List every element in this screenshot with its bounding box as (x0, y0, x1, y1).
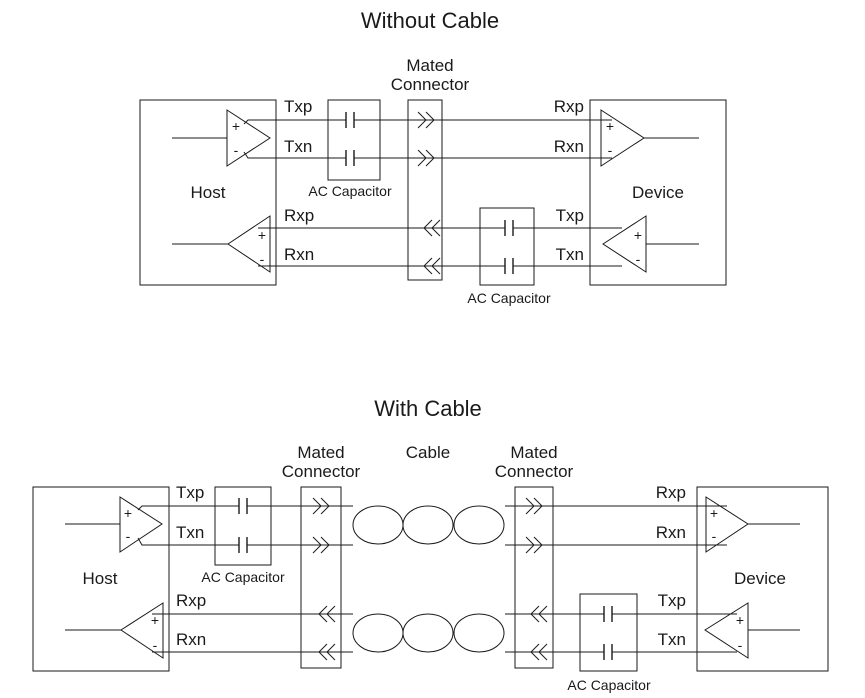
top-dev-rx-plus: + (606, 118, 614, 134)
top-host-tx-minus: - (234, 142, 239, 158)
top-host-rx-minus: - (260, 251, 265, 267)
top-ac-cap-label-1: AC Capacitor (308, 183, 392, 199)
top-cap-box-rx (479, 207, 535, 286)
top-connector-box (407, 99, 443, 281)
top-host-rxp-label: Rxp (284, 206, 314, 225)
top-host-tx-amp (226, 109, 271, 167)
top-wire-txp (243, 119, 346, 125)
top-host-txp-label: Txp (284, 97, 312, 116)
bottom-wire-txn-host (137, 537, 239, 546)
bottom-cap-box-rx (579, 593, 638, 672)
bottom-ac-cap-label-2: AC Capacitor (567, 677, 651, 693)
top-host-rx-plus: + (258, 227, 266, 243)
bottom-connector-right-label-2: Connector (495, 462, 574, 481)
bottom-cable-pair-top (352, 505, 505, 545)
bottom-connector-left-box (300, 486, 342, 669)
top-wire-txn (243, 151, 346, 159)
bottom-dev-tx-plus: + (736, 612, 744, 628)
top-host-txn-label: Txn (284, 137, 312, 156)
bottom-connector-right-chevrons (525, 497, 548, 661)
bottom-connector-left-chevrons (312, 497, 336, 661)
bottom-dev-rx-amp (705, 496, 749, 553)
bottom-host-txn-label: Txn (176, 523, 204, 542)
top-host-rxn-label: Rxn (284, 245, 314, 264)
bottom-cap-plates-rx (603, 606, 613, 660)
top-dev-tx-plus: + (634, 227, 642, 243)
bottom-host-rx-plus: + (151, 612, 159, 628)
top-dev-rxn-label: Rxn (554, 137, 584, 156)
top-host-label: Host (191, 183, 226, 202)
bottom-cap-plates-tx (238, 498, 248, 553)
top-dev-txn-label: Txn (556, 245, 584, 264)
bottom-host-rx-amp (120, 602, 164, 659)
bottom-cable-pair-bottom (352, 613, 505, 653)
bottom-dev-txp-label: Txp (658, 591, 686, 610)
bottom-dev-rx-minus: - (712, 528, 717, 544)
bottom-host-tx-minus: - (126, 528, 131, 544)
top-title: Without Cable (361, 8, 499, 33)
bottom-dev-tx-minus: - (738, 637, 743, 653)
bottom-connector-left-label-2: Connector (282, 462, 361, 481)
bottom-connector-left-label-1: Mated (297, 443, 344, 462)
bottom-wire-txp-host (137, 505, 239, 511)
top-ac-cap-label-2: AC Capacitor (467, 290, 551, 306)
top-dev-rxp-label: Rxp (554, 97, 584, 116)
top-connector-label-2: Connector (391, 75, 470, 94)
top-host-tx-plus: + (232, 118, 240, 134)
bottom-dev-rxp-label: Rxp (656, 483, 686, 502)
top-dev-rx-amp (600, 109, 645, 167)
top-dev-rx-minus: - (608, 142, 613, 158)
bottom-host-rxn-label: Rxn (176, 630, 206, 649)
top-device-label: Device (632, 183, 684, 202)
bottom-cable-label: Cable (406, 443, 450, 462)
top-connector-label-1: Mated (406, 56, 453, 75)
bottom-connector-right-label-1: Mated (510, 443, 557, 462)
top-connector-chevrons (417, 111, 441, 275)
bottom-dev-rxn-label: Rxn (656, 523, 686, 542)
bottom-dev-txn-label: Txn (658, 630, 686, 649)
top-dev-txp-label: Txp (556, 206, 584, 225)
bottom-connector-right-box (514, 486, 554, 669)
bottom-title: With Cable (374, 396, 482, 421)
bottom-host-rxp-label: Rxp (176, 591, 206, 610)
bottom-ac-cap-label-1: AC Capacitor (201, 569, 285, 585)
bottom-host-rx-minus: - (153, 637, 158, 653)
bottom-host-tx-amp (119, 496, 163, 553)
bottom-host-txp-label: Txp (176, 483, 204, 502)
bottom-dev-rx-plus: + (710, 505, 718, 521)
bottom-host-label: Host (83, 569, 118, 588)
bottom-cap-box-tx (214, 486, 272, 566)
bottom-host-tx-plus: + (124, 505, 132, 521)
top-dev-tx-minus: - (636, 251, 641, 267)
top-host-rx-amp (227, 215, 271, 273)
bottom-device-label: Device (734, 569, 786, 588)
